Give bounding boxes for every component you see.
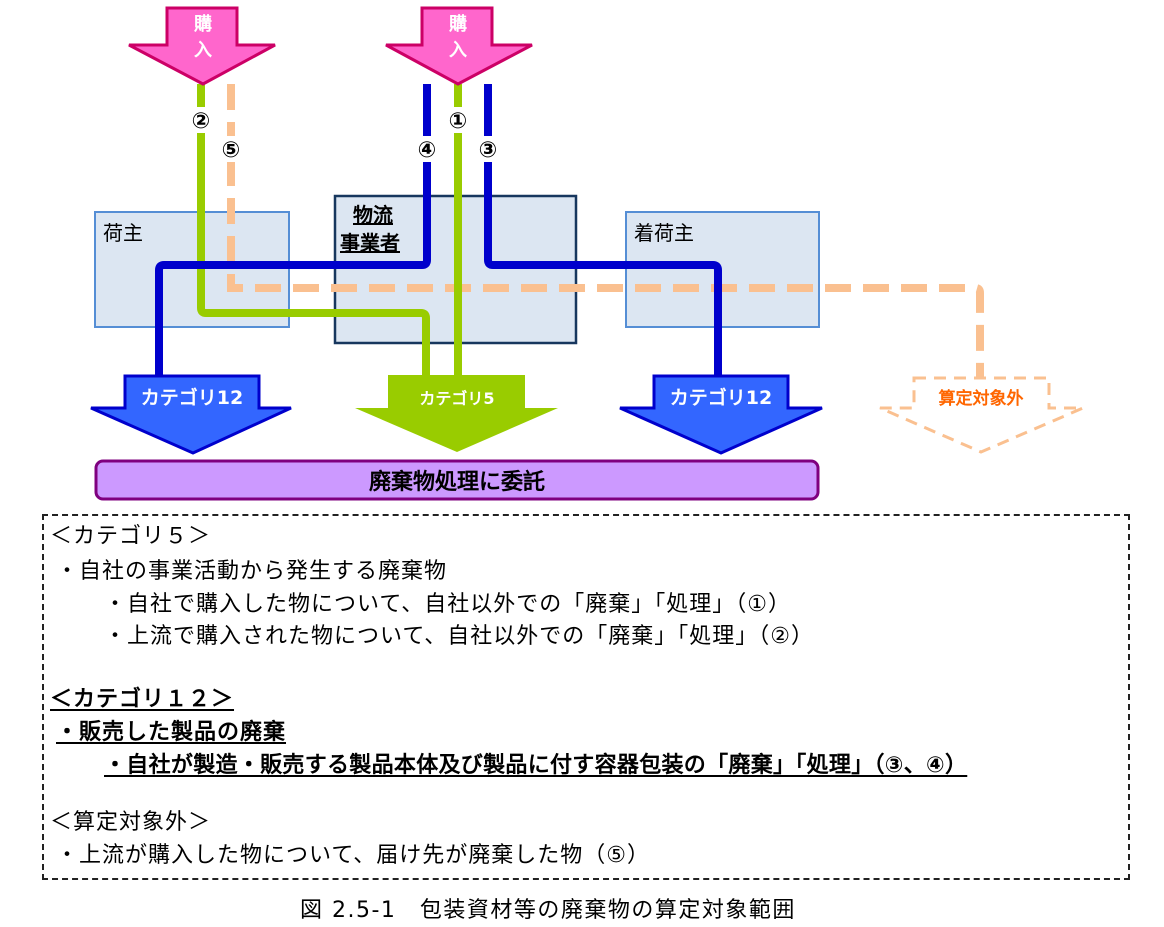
logistics-label-line2: 事業者 — [340, 231, 400, 255]
route-2-marker: ② — [192, 109, 211, 134]
category12-arrow-right-label: カテゴリ12 — [670, 386, 772, 409]
out-of-scope-label: 算定対象外 — [938, 388, 1024, 409]
waste-scope-diagram: 荷主 物流 事業者 着荷主 ② ⑤ ④ ① ③ 購 入 購 入 カテゴリ12 カ… — [90, 6, 1084, 501]
route-4-line — [155, 84, 431, 376]
figure-caption: 図 2.5-1 包装資材等の廃棄物の算定対象範囲 — [300, 898, 796, 923]
shipper-label: 荷主 — [103, 221, 143, 245]
out-of-scope-item: ・上流が購入した物について、届け先が廃棄した物（⑤） — [56, 843, 650, 868]
logistics-label-line1: 物流 — [353, 203, 393, 227]
purchase-arrow-right-label-1: 購 — [448, 13, 467, 35]
disposal-bar: 廃棄物処理に委託 — [94, 459, 820, 501]
route-3-line — [484, 84, 722, 376]
cat12-sub1: ・自社が製造・販売する製品本体及び製品に付す容器包装の「廃棄」「処理」（③、④） — [104, 753, 968, 778]
cat12-item: ・販売した製品の廃棄 — [56, 720, 287, 745]
consignee-label: 着荷主 — [634, 221, 694, 245]
out-of-scope-arrow: 算定対象外 — [879, 376, 1084, 454]
cat5-sub1: ・自社で購入した物について、自社以外での「廃棄」「処理」（①） — [104, 592, 791, 617]
route-5-marker: ⑤ — [222, 138, 241, 163]
purchase-arrow-right-label-2: 入 — [449, 40, 467, 61]
purchase-arrow-right: 購 入 — [385, 6, 533, 86]
category5-arrow: カテゴリ5 — [355, 375, 558, 452]
category12-arrow-right: カテゴリ12 — [619, 374, 823, 455]
category12-arrow-left: カテゴリ12 — [90, 374, 292, 455]
purchase-arrow-left-label-2: 入 — [194, 40, 212, 61]
route-1-marker: ① — [449, 109, 468, 134]
category12-arrow-left-label: カテゴリ12 — [141, 386, 243, 409]
consignee-box — [625, 211, 820, 328]
cat5-sub2: ・上流で購入された物について、自社以外での「廃棄」「処理」（②） — [104, 624, 814, 649]
cat5-item: ・自社の事業活動から発生する廃棄物 — [56, 559, 448, 584]
out-of-scope-heading: ＜算定対象外＞ — [50, 810, 212, 835]
category5-arrow-label: カテゴリ5 — [419, 389, 494, 408]
disposal-bar-label: 廃棄物処理に委託 — [369, 469, 545, 495]
shipper-box — [94, 211, 290, 328]
purchase-arrow-left: 購 入 — [128, 6, 276, 86]
route-3-marker: ③ — [479, 138, 498, 163]
purchase-arrow-left-label-1: 購 — [193, 13, 212, 35]
route-5-line — [227, 84, 984, 378]
route-2-line — [197, 84, 430, 376]
cat12-heading: ＜カテゴリ１２＞ — [50, 687, 235, 712]
legend-box — [42, 514, 1130, 880]
cat5-heading: ＜カテゴリ５＞ — [50, 524, 212, 549]
route-4-marker: ④ — [418, 138, 437, 163]
